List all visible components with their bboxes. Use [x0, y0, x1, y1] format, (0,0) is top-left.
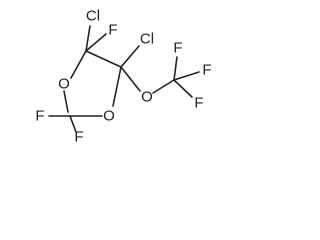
bond-c4-c5: [85, 50, 122, 68]
bond-c4-o3: [70, 50, 87, 79]
bond-c5-cl: [120, 45, 140, 68]
atom-cl-top-left: Cl: [86, 8, 100, 25]
bond-cf3-f-bottom: [173, 79, 193, 98]
molecule-structure-diagram: Cl F Cl O O O F F F F F: [35, 8, 211, 146]
bond-o-ether-c: [152, 79, 175, 94]
bond-c2-f-down: [69, 115, 77, 133]
bond-cf3-f-right: [173, 71, 200, 81]
bond-o1-c5: [112, 66, 122, 107]
atom-cl-right: Cl: [140, 31, 154, 48]
atom-f-top: F: [108, 22, 117, 39]
bond-c4-cl: [85, 25, 91, 52]
atom-f-ring-bottom: F: [74, 129, 83, 146]
atom-labels: Cl F Cl O O O F F F F F: [35, 8, 211, 146]
atom-f-ring-left: F: [35, 108, 44, 125]
bonds: [48, 25, 200, 133]
bond-o3-c2: [63, 90, 69, 113]
atom-o-ring-bottom: O: [103, 108, 115, 125]
bond-c4-f: [85, 33, 107, 52]
bond-c5-o-ether: [120, 66, 141, 92]
atom-o-ether: O: [141, 89, 153, 106]
atom-o-ring-left: O: [58, 76, 70, 93]
atom-f-cf3-top: F: [173, 40, 182, 57]
atom-f-cf3-bottom: F: [194, 95, 203, 112]
atom-f-cf3-right: F: [202, 62, 211, 79]
bond-cf3-f-top: [173, 56, 178, 81]
